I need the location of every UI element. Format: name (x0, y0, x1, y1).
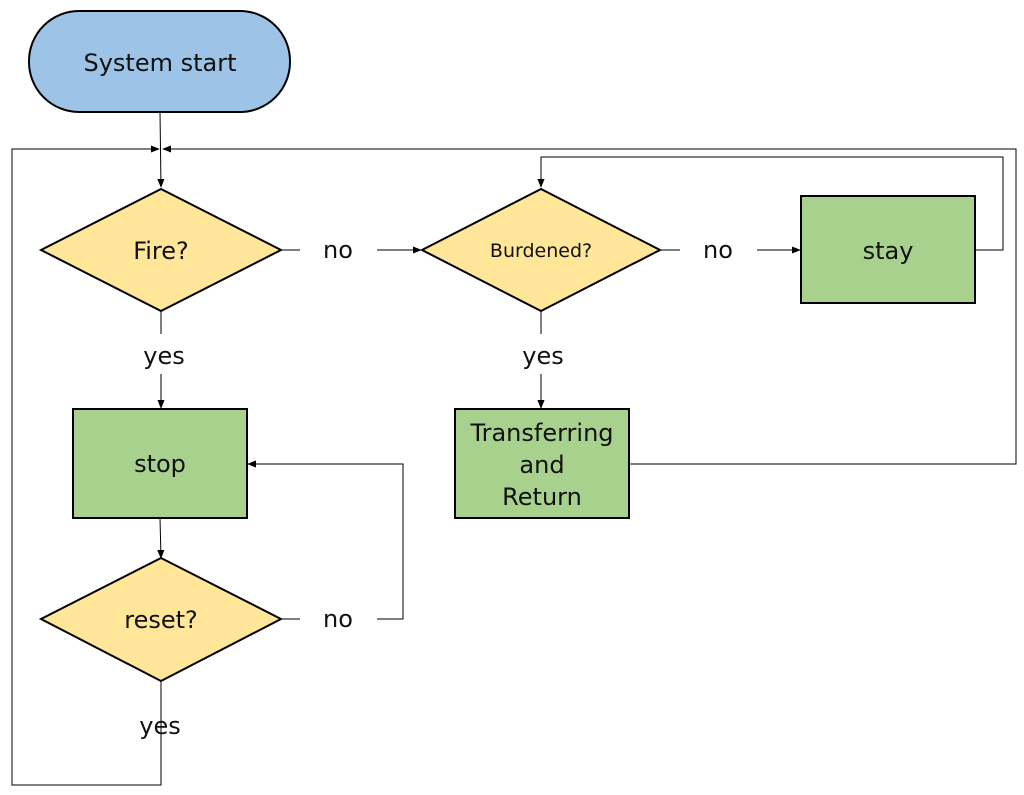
connector-stop-to-reset (157, 517, 165, 559)
decision-fire-shape (38, 187, 284, 313)
process-stay-label: stay (863, 237, 914, 265)
start-node-label: System start (83, 49, 236, 77)
edge-label-reset-yes: yes (139, 712, 180, 740)
process-stay: stay (800, 195, 976, 304)
edge-label-fire-yes: yes (143, 342, 184, 370)
process-stop-shape (72, 408, 248, 519)
connector-stay-loop (537, 156, 1004, 251)
process-transfer-line-3: Return (502, 483, 582, 511)
connector-transfer-return-loop (162, 145, 1017, 465)
edge-label-burdened-yes: yes (522, 342, 563, 370)
connector-start-to-fire (157, 111, 165, 188)
edge-label-reset-no: no (323, 605, 353, 633)
start-node: System start (28, 10, 291, 113)
start-node-shape (28, 10, 291, 113)
process-stop-label: stop (134, 450, 186, 478)
connector-reset-yes-loop (11, 145, 162, 786)
decision-reset: reset? (38, 556, 284, 683)
decision-burdened-shape (419, 187, 663, 313)
process-transfer-line-1: Transferring (469, 419, 613, 447)
decision-burdened: Burdened? (419, 187, 663, 313)
decision-burdened-label: Burdened? (490, 240, 592, 262)
edge-label-fire-no: no (323, 236, 353, 264)
process-transfer-return: Transferring and Return (454, 408, 630, 519)
process-transfer-line-2: and (519, 451, 564, 479)
process-stay-shape (800, 195, 976, 304)
process-stop: stop (72, 408, 248, 519)
process-transfer-return-shape (454, 408, 630, 519)
decision-reset-shape (38, 556, 284, 683)
decision-reset-label: reset? (124, 606, 198, 634)
decision-fire-label: Fire? (133, 237, 189, 265)
edge-label-burdened-no: no (703, 236, 733, 264)
decision-fire: Fire? (38, 187, 284, 313)
connector-reset-no-loop (247, 460, 404, 620)
